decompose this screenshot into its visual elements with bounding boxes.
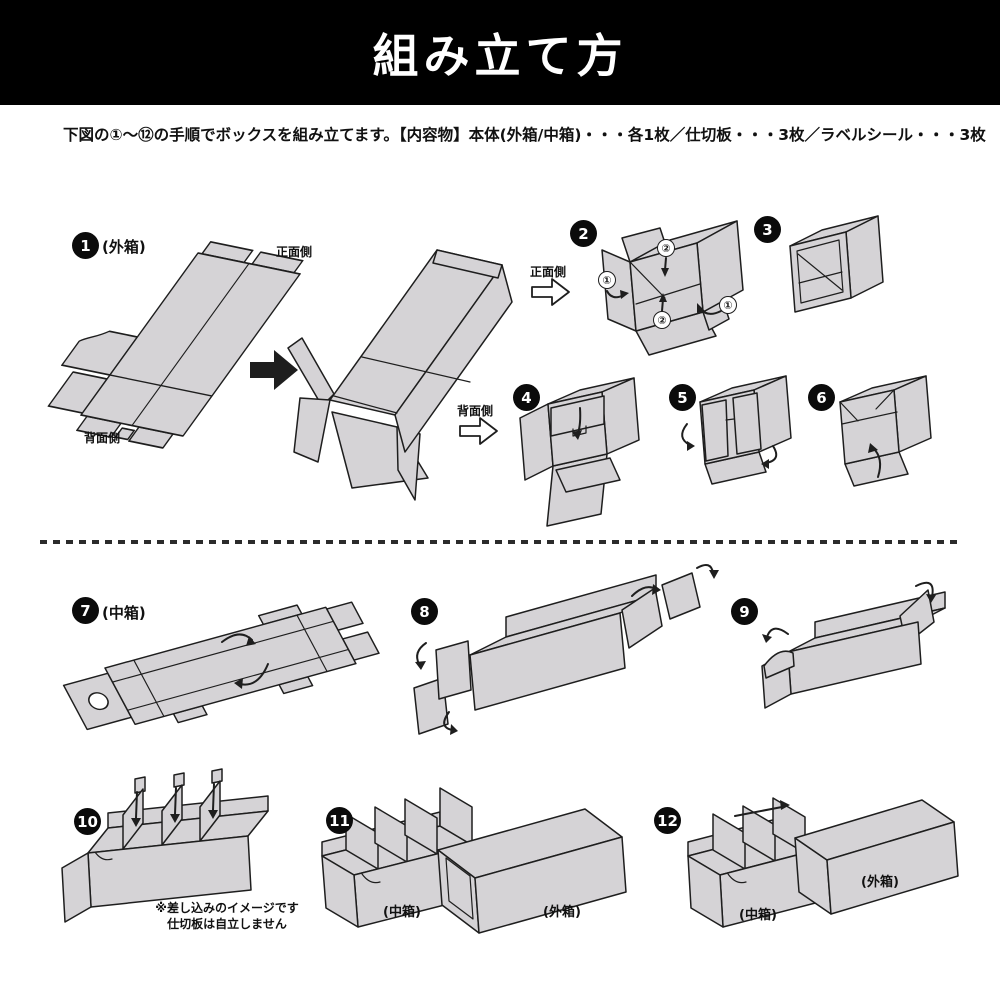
step-6-badge: 6 <box>808 384 835 411</box>
step-8-diagram <box>413 563 719 735</box>
header-banner: 組み立て方 <box>0 0 1000 105</box>
step-7-fold-arrows <box>221 633 269 689</box>
step-5-diagram <box>681 375 792 485</box>
step-11-caption-inner-box: (中箱) <box>383 905 421 920</box>
back-side-arrow-icon <box>459 417 498 445</box>
step-10-badge: 10 <box>74 808 101 835</box>
step-2-badge: 2 <box>570 220 597 247</box>
step-11-caption-outer-box: (外箱) <box>543 905 581 920</box>
step-6-diagram <box>839 375 932 487</box>
step-1-caption-outer-box: (外箱) <box>102 238 146 256</box>
page-title: 組み立て方 <box>372 28 628 83</box>
step-7-caption-inner-box: (中箱) <box>102 604 146 622</box>
step-1-badge: 1 <box>72 232 99 259</box>
divider-note-line2: 仕切板は自立しません <box>167 916 287 931</box>
back-side-label: 背面側 <box>84 431 121 445</box>
step-9-badge: 9 <box>731 598 758 625</box>
fold-order-mark-2: ② <box>653 311 671 329</box>
step-10-diagram <box>61 768 269 923</box>
step-12-caption-outer-box: (外箱) <box>861 875 899 890</box>
back-side-label: 背面側 <box>457 404 494 418</box>
fold-order-mark-1: ① <box>598 271 616 289</box>
step-11-diagram <box>321 787 627 934</box>
intro-text: 下図の①〜⑫の手順でボックスを組み立てます。【内容物】本体(外箱/中箱)・・・各… <box>63 126 986 144</box>
fold-order-mark-1: ① <box>719 296 737 314</box>
step-4-badge: 4 <box>513 384 540 411</box>
front-side-label: 正面側 <box>530 265 567 279</box>
front-side-arrow-icon <box>531 278 570 306</box>
step-1-folded-box <box>287 249 513 501</box>
fold-order-mark-2: ② <box>657 239 675 257</box>
step-1-flat-template <box>47 241 304 449</box>
transform-arrow-icon <box>250 350 298 390</box>
step-2-diagram <box>531 220 744 356</box>
step-3-badge: 3 <box>754 216 781 243</box>
step-5-badge: 5 <box>669 384 696 411</box>
step-12-badge: 12 <box>654 807 681 834</box>
step-4-diagram <box>459 377 640 527</box>
step-7-badge: 7 <box>72 597 99 624</box>
step-3-diagram <box>789 215 884 313</box>
section-divider <box>40 540 960 544</box>
divider-note-line1: ※差し込みのイメージです <box>155 901 299 915</box>
step-11-badge: 11 <box>326 807 353 834</box>
step-7-flat-template <box>62 601 380 731</box>
step-12-diagram <box>687 797 959 928</box>
front-side-label: 正面側 <box>276 245 313 259</box>
step-8-badge: 8 <box>411 598 438 625</box>
divider-note: ※差し込みのイメージです 仕切板は自立しません <box>152 901 302 932</box>
step-9-diagram <box>761 581 946 709</box>
step-12-caption-inner-box: (中箱) <box>739 908 777 923</box>
